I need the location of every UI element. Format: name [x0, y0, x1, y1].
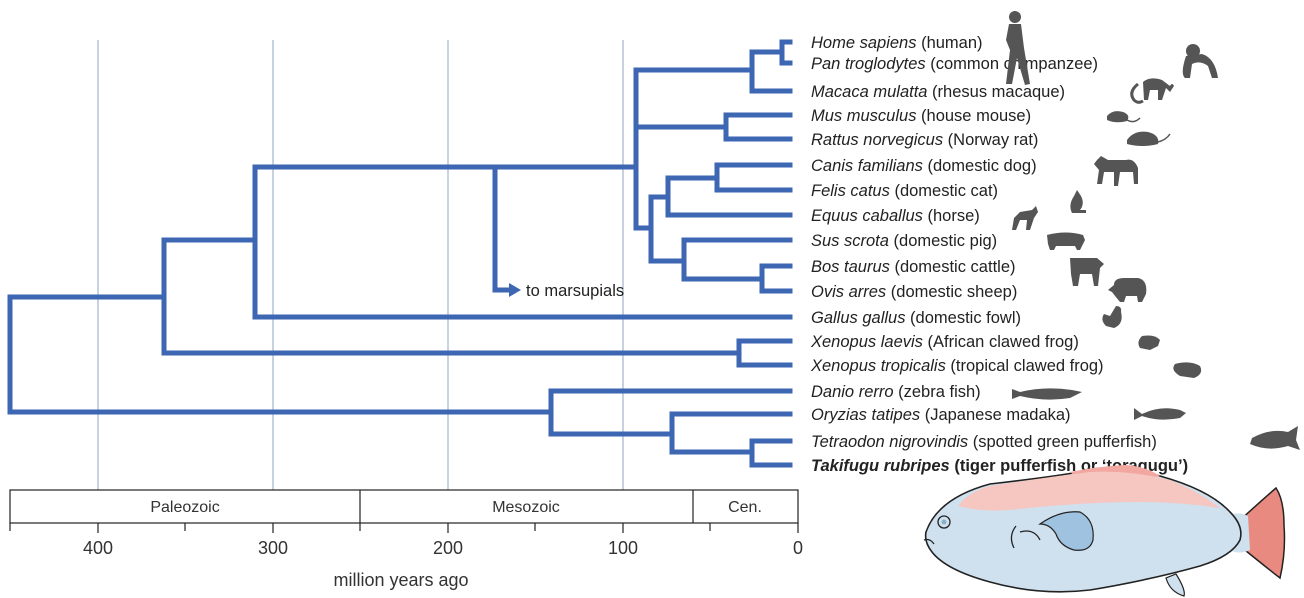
species-common-name: (domestic fowl) — [905, 309, 1021, 327]
species-latin-name: Felis catus — [811, 182, 890, 200]
frog-icon — [1138, 335, 1160, 350]
species-common-name: (Japanese madaka) — [920, 406, 1070, 424]
species-latin-name: Tetraodon nigrovindis — [811, 433, 968, 451]
horse-icon — [1012, 206, 1038, 230]
species-common-name: (human) — [916, 34, 982, 52]
dog-icon — [1094, 156, 1138, 186]
species-latin-name: Oryzias tatipes — [811, 406, 920, 424]
species-latin-name: Danio rerro — [811, 383, 894, 401]
fugu-illustration — [923, 465, 1286, 597]
species-latin-name: Home sapiens — [811, 34, 916, 52]
species-common-name: (zebra fish) — [894, 383, 981, 401]
species-common-name: (domestic sheep) — [886, 283, 1017, 301]
marsupials-annotation: to marsupials — [526, 282, 624, 300]
era-mesozoic: Mesozoic — [492, 499, 560, 516]
species-latin-name: Macaca mulatta — [811, 83, 927, 101]
tick-label-200: 200 — [433, 538, 463, 558]
species-label: Danio rerro (zebra fish) — [811, 383, 981, 401]
animal-silhouettes — [1006, 11, 1300, 450]
species-latin-name: Ovis arres — [811, 283, 886, 301]
species-label: Home sapiens (human) — [811, 34, 983, 52]
species-label: Tetraodon nigrovindis (spotted green puf… — [811, 433, 1157, 451]
tick-label-100: 100 — [608, 538, 638, 558]
mouse-icon — [1107, 111, 1141, 123]
macaque-icon — [1130, 78, 1174, 104]
species-label: Equus caballus (horse) — [811, 207, 980, 225]
species-common-name: (domestic cat) — [890, 182, 998, 200]
species-common-name: (rhesus macaque) — [927, 83, 1065, 101]
species-label: Gallus gallus (domestic fowl) — [811, 309, 1021, 327]
species-common-name: (spotted green pufferfish) — [968, 433, 1157, 451]
species-common-name: (domestic dog) — [923, 157, 1037, 175]
tick-label-400: 400 — [83, 538, 113, 558]
species-latin-name: Canis familians — [811, 157, 923, 175]
frog-icon — [1173, 362, 1202, 378]
rat-icon — [1127, 131, 1171, 146]
species-common-name: (Norway rat) — [943, 131, 1038, 149]
species-common-name: (domestic cattle) — [890, 258, 1016, 276]
cattle-icon — [1070, 258, 1104, 286]
human-icon — [1006, 11, 1030, 85]
species-latin-name: Xenopus laevis — [810, 333, 923, 351]
pufferfish-icon — [1250, 426, 1300, 450]
species-latin-name: Rattus norvegicus — [811, 131, 943, 149]
chimpanzee-icon — [1182, 44, 1218, 78]
gridlines — [97, 40, 624, 490]
species-label: Felis catus (domestic cat) — [811, 182, 998, 200]
era-cenozoic: Cen. — [728, 499, 762, 516]
chicken-icon — [1102, 306, 1122, 328]
species-label: Xenopus tropicalis (tropical clawed frog… — [810, 357, 1104, 375]
species-latin-name: Xenopus tropicalis — [810, 357, 946, 375]
species-label: Oryzias tatipes (Japanese madaka) — [811, 406, 1071, 424]
tick-label-300: 300 — [258, 538, 288, 558]
era-bar: Paleozoic Mesozoic Cen. — [9, 489, 799, 524]
zebrafish-icon — [1012, 388, 1082, 400]
species-latin-name: Pan troglodytes — [811, 55, 926, 73]
sheep-icon — [1108, 278, 1147, 302]
species-label: Ovis arres (domestic sheep) — [811, 283, 1017, 301]
species-common-name: (domestic pig) — [889, 232, 997, 250]
species-latin-name: Gallus gallus — [811, 309, 905, 327]
species-common-name: (house mouse) — [916, 107, 1031, 125]
species-latin-name: Bos taurus — [811, 258, 890, 276]
tree-branches — [7, 39, 793, 468]
species-latin-name: Mus musculus — [811, 107, 916, 125]
species-common-name: (horse) — [923, 207, 980, 225]
species-common-name: (African clawed frog) — [923, 333, 1079, 351]
species-label: Pan troglodytes (common chimpanzee) — [811, 55, 1098, 73]
species-label: Bos taurus (domestic cattle) — [811, 258, 1016, 276]
species-label: Mus musculus (house mouse) — [811, 107, 1031, 125]
era-paleozoic: Paleozoic — [150, 499, 219, 516]
species-common-name: (tropical clawed frog) — [946, 357, 1104, 375]
species-label: Macaca mulatta (rhesus macaque) — [811, 83, 1065, 101]
species-label: Sus scrota (domestic pig) — [811, 232, 997, 250]
species-label: Canis familians (domestic dog) — [811, 157, 1037, 175]
cat-icon — [1070, 190, 1086, 213]
time-axis: 400 300 200 100 0 million years ago — [9, 523, 803, 590]
species-latin-name: Takifugu rubripes — [811, 457, 950, 475]
species-latin-name: Sus scrota — [811, 232, 889, 250]
species-latin-name: Equus caballus — [811, 207, 923, 225]
x-axis-label: million years ago — [333, 570, 468, 590]
species-labels: Home sapiens (human) Pan troglodytes (com… — [810, 34, 1188, 475]
species-label: Xenopus laevis (African clawed frog) — [810, 333, 1079, 351]
species-label: Rattus norvegicus (Norway rat) — [811, 131, 1038, 149]
medaka-icon — [1134, 408, 1186, 420]
tick-label-0: 0 — [793, 538, 803, 558]
pig-icon — [1047, 232, 1085, 250]
